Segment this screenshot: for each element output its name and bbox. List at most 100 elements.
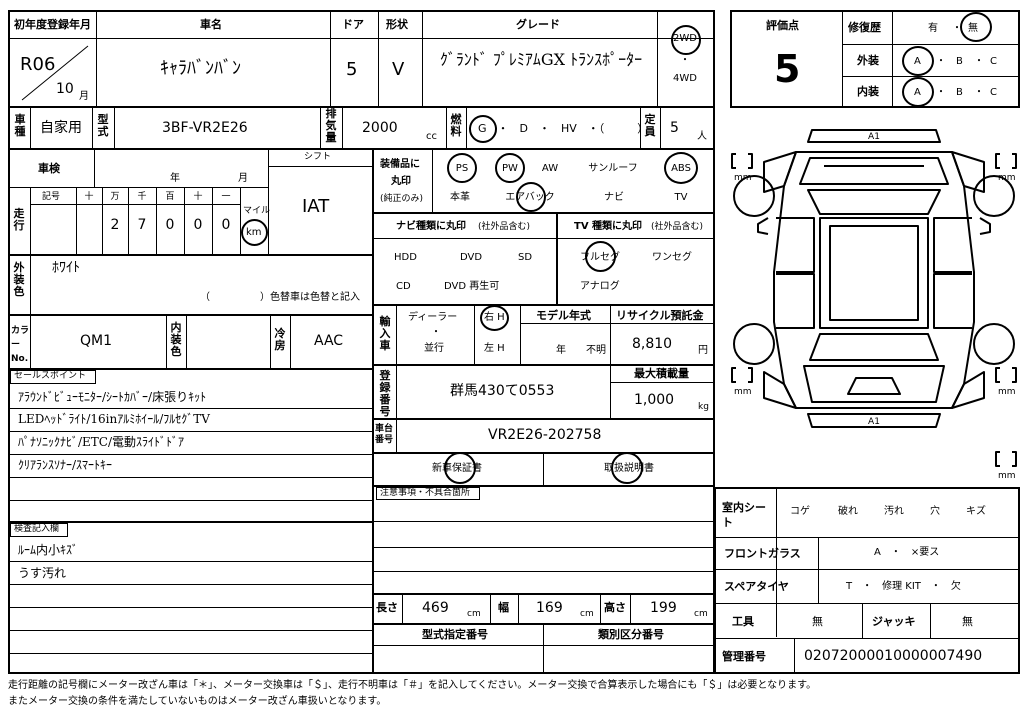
- cm-unit: cm: [694, 609, 708, 619]
- mm-label: mm: [734, 387, 752, 397]
- separator: ・: [936, 87, 946, 98]
- width-label: 幅: [498, 601, 509, 614]
- capacity-value: 5: [670, 120, 679, 136]
- tv-sub: (社外品含む): [651, 222, 704, 232]
- mileage-digit: 2: [110, 217, 120, 233]
- navi-label: ナビ種類に丸印: [396, 221, 466, 232]
- reg-no-value: 群馬430て0553: [450, 383, 555, 399]
- color-value: ﾎﾜｲﾄ: [52, 260, 80, 276]
- sales-line: ｸﾘｱﾗﾝｽｿﾅｰ/ｽﾏｰﾄｷｰ: [18, 458, 113, 472]
- shift-value: IAT: [302, 196, 330, 217]
- exterior-label: 外装: [857, 54, 879, 67]
- grade-c: C: [990, 56, 997, 67]
- selected-circle: [447, 153, 477, 183]
- room-burn: コゲ: [790, 506, 810, 517]
- cm-unit: cm: [467, 609, 481, 619]
- equip-tv: TV: [674, 192, 688, 203]
- issues-label: 注意事項・不具合箇所: [380, 488, 471, 498]
- inspection-month-unit: 月: [238, 173, 248, 184]
- use-value: 自家用: [40, 120, 82, 136]
- selected-circle: [960, 12, 992, 42]
- fuel-label: 燃料: [450, 113, 462, 138]
- cm-unit: cm: [580, 609, 594, 619]
- chassis-label: 車台番号: [375, 424, 394, 445]
- grade-b: B: [956, 56, 963, 67]
- room-tear: 破れ: [838, 506, 858, 517]
- jack-label: ジャッキ: [872, 615, 916, 628]
- digit-unit: 万: [110, 192, 120, 202]
- grade-value: ｸﾞﾗﾝﾄﾞ ﾌﾟﾚﾐｱﾑGX ﾄﾗﾝｽﾎﾟｰﾀｰ: [439, 50, 643, 69]
- drive-4wd: 4WD: [673, 73, 697, 84]
- color-note: （ ）色替車は色替と記入: [200, 292, 360, 303]
- windshield-label: フロントガラス: [724, 547, 801, 560]
- month-unit: 月: [79, 91, 89, 102]
- selected-circle: [585, 241, 616, 272]
- room-stain: 汚れ: [884, 506, 904, 517]
- import-parallel: 並行: [424, 343, 444, 354]
- inspection-year-unit: 年: [170, 173, 180, 184]
- model-label: 型式: [97, 113, 109, 138]
- mile-unit: マイル: [243, 206, 271, 216]
- spare-value: T ・ 修理 KIT ・ 欠: [846, 581, 961, 592]
- model-year-label: モデル年式: [536, 309, 591, 322]
- equip-sunroof: サンルーフ: [588, 163, 638, 174]
- score-label: 評価点: [766, 19, 799, 32]
- import-left: 左 H: [484, 343, 505, 354]
- length-value: 469: [422, 600, 449, 616]
- tv-oneseg: ワンセグ: [652, 252, 692, 263]
- mm-label: mm: [998, 173, 1016, 183]
- mileage-digit: 7: [137, 217, 147, 233]
- separator: ・: [936, 56, 946, 67]
- chassis-value: VR2E26-202758: [488, 427, 602, 443]
- separator: ・: [431, 327, 441, 338]
- navi-sub: (社外品含む): [478, 222, 531, 232]
- equip-navi: ナビ: [604, 192, 624, 203]
- rule: [8, 106, 714, 108]
- fuel-options: G ・ D ・ HV ・（ ）: [478, 122, 649, 135]
- sales-line: ﾊﾟﾅｿﾆｯｸﾅﾋﾞ/ETC/電動ｽﾗｲﾄﾞﾄﾞｱ: [18, 435, 185, 449]
- mm-label: mm: [998, 471, 1016, 478]
- car-damage-diagram: A1 A1 mm mm mm mm mm: [731, 129, 1017, 478]
- tools-label: 工具: [732, 615, 754, 628]
- tv-analog: アナログ: [580, 281, 620, 292]
- interior-label: 内装: [857, 85, 879, 98]
- model-value: 3BF-VR2E26: [162, 120, 248, 136]
- doors-label: ドア: [342, 18, 364, 31]
- selected-circle: [495, 153, 525, 183]
- digit-unit: 一: [221, 192, 231, 202]
- max-load-value: 1,000: [634, 392, 675, 408]
- selected-circle: [469, 115, 497, 143]
- navi-hdd: HDD: [394, 252, 417, 263]
- first-reg-era: R06: [20, 54, 56, 75]
- tv-label: TV 種類に丸印: [574, 221, 643, 232]
- digit-unit: 十: [193, 192, 203, 202]
- navi-dvd: DVD: [460, 252, 483, 263]
- doors-value: 5: [346, 59, 358, 80]
- mark-top: A1: [868, 132, 880, 142]
- repair-label: 修復歴: [848, 21, 881, 34]
- first-reg-label: 初年度登録年月: [14, 18, 91, 31]
- room-scratch: キズ: [966, 506, 986, 517]
- mileage-symbol-label: 記号: [42, 192, 61, 202]
- recycle-label: リサイクル預託金: [616, 309, 704, 322]
- diagonal-divider: [21, 45, 89, 101]
- car-name: ｷｬﾗﾊﾞﾝﾊﾞﾝ: [160, 58, 241, 79]
- selected-circle: [516, 182, 546, 212]
- displacement-label: 排気量: [325, 107, 337, 144]
- selected-circle: [611, 452, 643, 484]
- selected-circle: [480, 305, 509, 331]
- class-no-label: 類別区分番号: [598, 628, 664, 641]
- selected-circle: [664, 152, 698, 184]
- mileage-digit: 0: [165, 217, 175, 233]
- import-label: 輸入車: [379, 315, 391, 352]
- height-label: 高さ: [604, 601, 626, 614]
- use-label: 車種: [14, 113, 26, 138]
- model-year-unit: 年: [556, 345, 566, 356]
- sales-line: ｱﾗｳﾝﾄﾞﾋﾞｭｰﾓﾆﾀｰ/ｼｰﾄｶﾊﾞｰ/床張りｷｯﾄ: [18, 390, 207, 404]
- color-no-value: QM1: [80, 333, 113, 349]
- height-value: 199: [650, 600, 677, 616]
- displacement-value: 2000: [362, 120, 398, 136]
- condition-table: [714, 487, 1020, 674]
- tools-value: 無: [812, 615, 823, 628]
- navi-sd: SD: [518, 252, 533, 263]
